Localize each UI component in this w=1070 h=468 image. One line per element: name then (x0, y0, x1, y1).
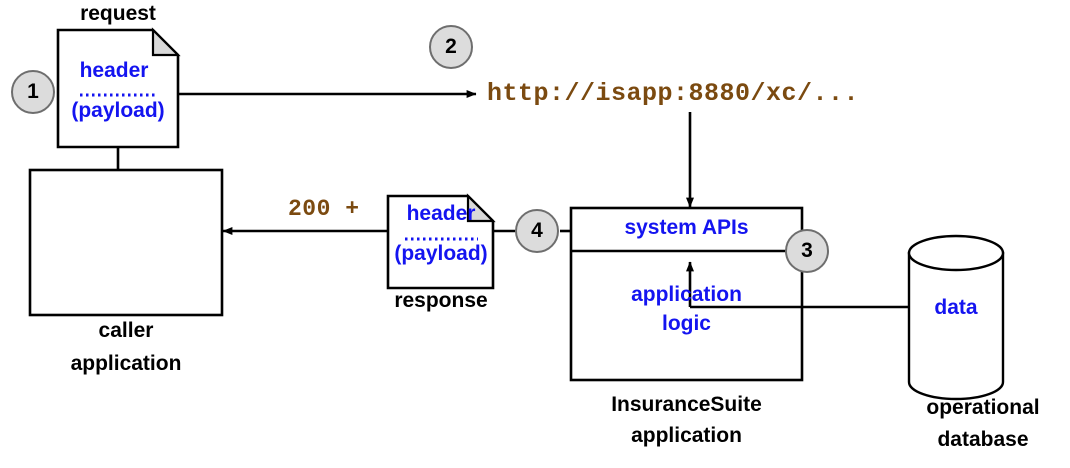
request-payload-label: (payload) (71, 99, 165, 122)
request-header-label: header (79, 59, 149, 82)
system-apis-label: system APIs (624, 216, 749, 239)
step-badge-3[interactable]: 3 (785, 229, 829, 273)
caller-caption-line2: application (70, 352, 182, 375)
response-header-label: header (406, 202, 476, 225)
database-caption-line2: database (937, 428, 1029, 451)
response-status-text: 200 + (288, 196, 360, 222)
request-url-text: http://isapp:8880/xc/... (487, 79, 860, 108)
response-document-fold (466, 193, 496, 223)
step-badge-2[interactable]: 2 (429, 25, 473, 69)
caller-caption-line1: caller (98, 319, 154, 342)
application-logic-label-line1: application (631, 283, 742, 306)
application-logic-label-line2: logic (661, 312, 711, 335)
database-caption-line1: operational (926, 396, 1040, 419)
insurancesuite-caption-line2: application (631, 424, 742, 447)
insurancesuite-caption-line1: InsuranceSuite (611, 393, 762, 416)
request-document-shape (56, 27, 181, 149)
step-badge-1[interactable]: 1 (11, 70, 55, 114)
response-payload-label: (payload) (394, 242, 488, 265)
insurancesuite-box (569, 206, 804, 382)
response-caption: response (394, 289, 488, 312)
request-caption: request (80, 2, 156, 25)
step-badge-4[interactable]: 4 (515, 209, 559, 253)
caller-application-box (28, 168, 224, 317)
database-data-label: data (934, 296, 978, 319)
response-document-shape (386, 194, 495, 290)
operational-database-shape (907, 234, 1005, 401)
